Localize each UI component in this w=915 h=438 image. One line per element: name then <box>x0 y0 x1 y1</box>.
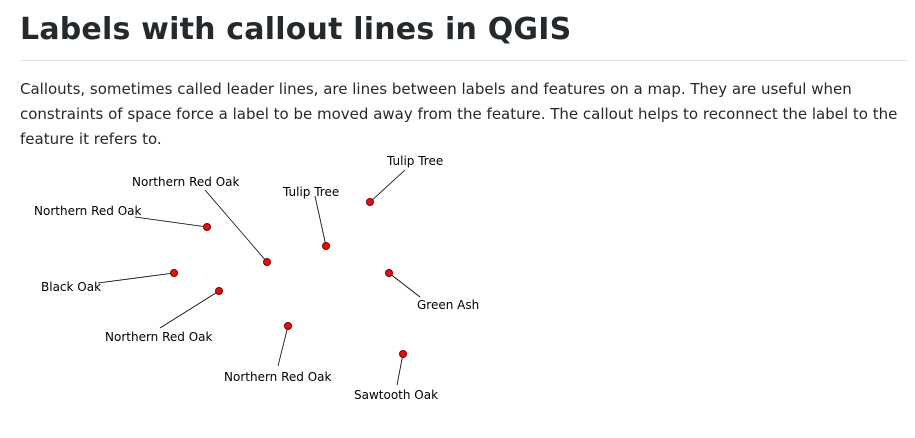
callout-line <box>97 272 175 284</box>
callout-line <box>369 169 406 203</box>
page-title: Labels with callout lines in QGIS <box>20 12 572 47</box>
feature-point[interactable] <box>366 198 374 206</box>
callout-line <box>134 216 208 228</box>
feature-sawtooth-oak: Sawtooth Oak <box>354 350 438 402</box>
feature-northern-red-oak-2: Northern Red Oak <box>34 204 211 231</box>
feature-point[interactable] <box>263 258 271 266</box>
feature-label: Northern Red Oak <box>224 370 332 384</box>
feature-point[interactable] <box>170 269 178 277</box>
feature-point[interactable] <box>385 269 393 277</box>
feature-tulip-tree-1: Tulip Tree <box>366 154 443 206</box>
feature-black-oak: Black Oak <box>41 269 178 294</box>
feature-point[interactable] <box>215 287 223 295</box>
feature-label: Northern Red Oak <box>34 204 142 218</box>
callout-line <box>388 272 421 298</box>
feature-tulip-tree-2: Tulip Tree <box>282 185 339 250</box>
feature-point[interactable] <box>322 242 330 250</box>
feature-green-ash: Green Ash <box>385 269 479 312</box>
callout-line <box>314 195 327 247</box>
feature-label: Black Oak <box>41 280 101 294</box>
feature-label: Tulip Tree <box>282 185 339 199</box>
feature-northern-red-oak-3: Northern Red Oak <box>105 287 223 344</box>
feature-northern-red-oak-1: Northern Red Oak <box>132 175 271 266</box>
intro-paragraph: Callouts, sometimes called leader lines,… <box>20 80 898 148</box>
callout-line <box>159 290 220 329</box>
feature-label: Northern Red Oak <box>132 175 240 189</box>
callout-line <box>204 189 268 263</box>
feature-label: Tulip Tree <box>386 154 443 168</box>
feature-point[interactable] <box>399 350 407 358</box>
callout-line <box>396 353 404 386</box>
feature-northern-red-oak-4: Northern Red Oak <box>224 322 332 384</box>
feature-point[interactable] <box>203 223 211 231</box>
title-divider <box>20 60 908 61</box>
callout-map: Tulip Tree Northern Red Oak Tulip Tree N… <box>34 154 479 402</box>
feature-label: Sawtooth Oak <box>354 388 438 402</box>
feature-point[interactable] <box>284 322 292 330</box>
callout-line <box>277 325 289 367</box>
feature-label: Green Ash <box>417 298 479 312</box>
feature-label: Northern Red Oak <box>105 330 213 344</box>
